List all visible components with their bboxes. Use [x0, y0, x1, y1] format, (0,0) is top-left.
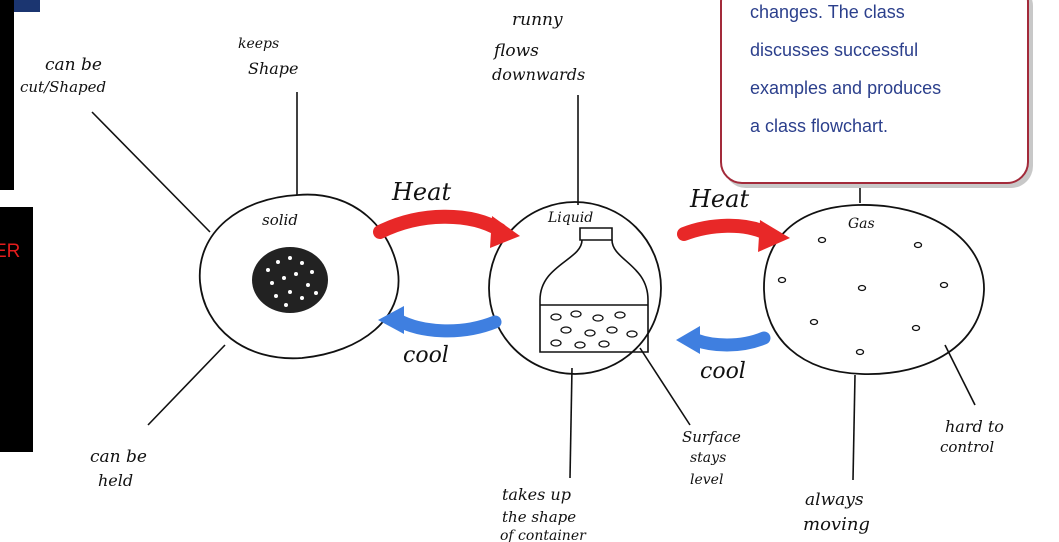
cool-label-2: cool	[700, 359, 746, 384]
liquid-particles	[551, 311, 637, 348]
gas-moving-line	[853, 375, 855, 480]
callout-line-3: examples and produces	[750, 78, 1020, 99]
label-solid-held: can be held	[90, 447, 147, 490]
svg-text:can be: can be	[45, 55, 102, 75]
liquid-state: Liquid	[489, 202, 661, 374]
solid-label: solid	[262, 211, 298, 229]
svg-text:can be: can be	[90, 447, 147, 467]
callout-line-1: changes. The class	[750, 2, 1020, 23]
svg-text:runny: runny	[512, 10, 563, 30]
svg-text:Shape: Shape	[248, 59, 299, 78]
cool-arrow-1	[398, 320, 495, 331]
cool-label-1: cool	[403, 343, 449, 368]
heat-label-1: Heat	[391, 178, 451, 206]
label-solid-cut: can be cut/Shaped	[20, 55, 106, 96]
gas-control-line	[945, 345, 975, 405]
bottle-neck	[580, 228, 612, 240]
gas-particles	[779, 238, 948, 355]
svg-text:takes up: takes up	[502, 485, 571, 504]
liquid-label: Liquid	[547, 210, 593, 226]
solid-state: solid	[200, 195, 399, 359]
svg-text:downwards: downwards	[492, 65, 585, 84]
gas-state: Gas	[764, 205, 984, 374]
label-solid-shape: keeps Shape	[238, 36, 299, 78]
label-liquid-surface: Surface stays level	[682, 428, 741, 488]
callout-line-4: a class flowchart.	[750, 116, 1020, 137]
svg-text:Surface: Surface	[682, 428, 741, 446]
label-gas-control: hard to control	[940, 417, 1004, 456]
svg-text:flows: flows	[492, 41, 539, 61]
liquid-container-line	[570, 368, 572, 478]
svg-text:level: level	[690, 472, 723, 488]
svg-text:hard to: hard to	[945, 417, 1004, 436]
svg-text:held: held	[98, 471, 133, 490]
cool-arrow-2-head	[676, 326, 700, 354]
heat-label-2: Heat	[689, 185, 749, 213]
heat-arrow-2	[684, 226, 768, 234]
svg-text:the shape: the shape	[502, 508, 576, 526]
svg-text:of container: of container	[500, 528, 587, 542]
liquid-circle	[489, 202, 661, 374]
cool-arrow-2	[696, 338, 764, 345]
heat-arrow-1	[380, 217, 500, 232]
label-liquid-runny: runny flows downwards	[492, 10, 585, 84]
liquid-surface-line	[640, 348, 690, 425]
instruction-callout: changes. The class discusses successful …	[720, 0, 1029, 184]
label-liquid-container: takes up the shape of container	[500, 485, 587, 542]
svg-text:always: always	[805, 490, 864, 510]
gas-label: Gas	[848, 216, 875, 232]
svg-text:keeps: keeps	[238, 36, 279, 52]
heat-arrow-1-head	[490, 216, 520, 248]
solid-held-line	[148, 345, 225, 425]
label-gas-moving: always moving	[803, 490, 870, 535]
svg-text:moving: moving	[803, 514, 870, 535]
callout-line-2: discusses successful	[750, 40, 1020, 61]
solid-cut-line	[92, 112, 210, 232]
svg-text:cut/Shaped: cut/Shaped	[20, 78, 106, 96]
svg-text:stays: stays	[690, 450, 726, 466]
svg-text:control: control	[940, 438, 994, 456]
